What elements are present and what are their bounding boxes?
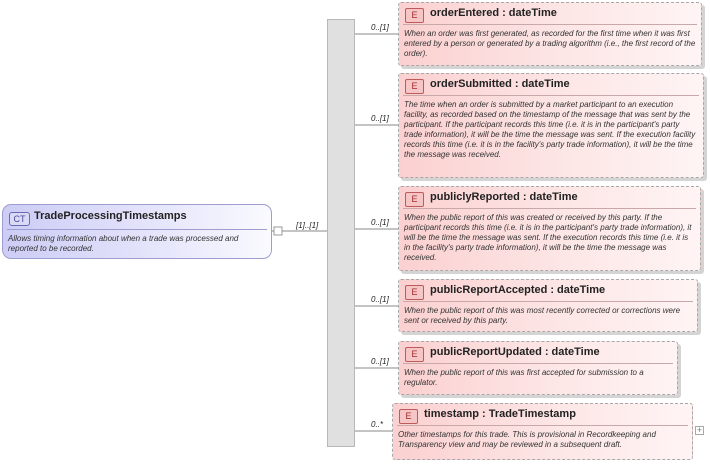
element-name: publicReportUpdated xyxy=(430,346,542,358)
element-title: orderEntered:dateTime xyxy=(430,7,557,19)
element-name: orderEntered xyxy=(430,7,500,19)
element-badge-icon: E xyxy=(399,409,418,424)
element-name: timestamp xyxy=(424,408,480,420)
sequence-bar xyxy=(327,19,355,447)
ct-collapse-box xyxy=(273,226,283,236)
element-title: publicReportUpdated:dateTime xyxy=(430,346,600,358)
element-type: dateTime xyxy=(551,346,600,358)
element-type: dateTime xyxy=(521,78,570,90)
element-box-timestamp[interactable]: E timestamp:TradeTimestamp Other timesta… xyxy=(392,403,693,460)
element-badge-icon: E xyxy=(405,79,424,94)
element-divider xyxy=(397,425,688,426)
element-badge-icon: E xyxy=(405,285,424,300)
element-documentation: When an order was first generated, as re… xyxy=(404,29,696,58)
element-name: publiclyReported xyxy=(430,191,520,203)
element-documentation: When the public report of this was most … xyxy=(404,306,681,325)
sequence-multiplicity: [1]..[1] xyxy=(296,221,319,230)
element-type: TradeTimestamp xyxy=(488,408,576,420)
element-documentation: When the public report of this was creat… xyxy=(404,213,692,262)
element-box-orderSubmitted[interactable]: E orderSubmitted:dateTime The time when … xyxy=(398,73,704,178)
element-multiplicity: 0..[1] xyxy=(371,295,389,304)
element-title: orderSubmitted:dateTime xyxy=(430,78,570,90)
element-divider xyxy=(403,301,693,302)
element-multiplicity: 0..[1] xyxy=(371,357,389,366)
element-documentation: The time when an order is submitted by a… xyxy=(404,100,696,159)
element-multiplicity: 0..[1] xyxy=(371,114,389,123)
element-divider xyxy=(403,24,697,25)
ct-divider xyxy=(7,229,267,230)
element-badge-icon: E xyxy=(405,192,424,207)
element-multiplicity: 0..[1] xyxy=(371,23,389,32)
element-title: publiclyReported:dateTime xyxy=(430,191,578,203)
element-box-publiclyReported[interactable]: E publiclyReported:dateTime When the pub… xyxy=(398,186,701,271)
complex-type-documentation: Allows timing information about when a t… xyxy=(8,234,239,253)
element-box-publicReportAccepted[interactable]: E publicReportAccepted:dateTime When the… xyxy=(398,279,698,332)
element-box-orderEntered[interactable]: E orderEntered:dateTime When an order wa… xyxy=(398,2,702,66)
element-multiplicity: 0..[1] xyxy=(371,218,389,227)
element-title: publicReportAccepted:dateTime xyxy=(430,284,606,296)
element-divider xyxy=(403,95,699,96)
expand-plus-icon[interactable]: + xyxy=(695,425,704,435)
element-type: dateTime xyxy=(529,191,578,203)
element-name: publicReportAccepted xyxy=(430,284,548,296)
complex-type-box[interactable]: CT TradeProcessingTimestamps Allows timi… xyxy=(2,204,272,259)
element-badge-icon: E xyxy=(405,347,424,362)
element-documentation: When the public report of this was first… xyxy=(404,368,644,387)
element-multiplicity: 0..* xyxy=(371,420,384,429)
element-title: timestamp:TradeTimestamp xyxy=(424,408,576,420)
element-documentation: Other timestamps for this trade. This is… xyxy=(398,430,656,449)
element-divider xyxy=(403,208,696,209)
element-type: dateTime xyxy=(557,284,606,296)
element-box-publicReportUpdated[interactable]: E publicReportUpdated:dateTime When the … xyxy=(398,341,678,395)
element-name: orderSubmitted xyxy=(430,78,512,90)
ct-badge-icon: CT xyxy=(9,212,30,226)
element-badge-icon: E xyxy=(405,8,424,23)
element-type: dateTime xyxy=(508,7,557,19)
complex-type-name: TradeProcessingTimestamps xyxy=(34,210,187,222)
element-divider xyxy=(403,363,673,364)
